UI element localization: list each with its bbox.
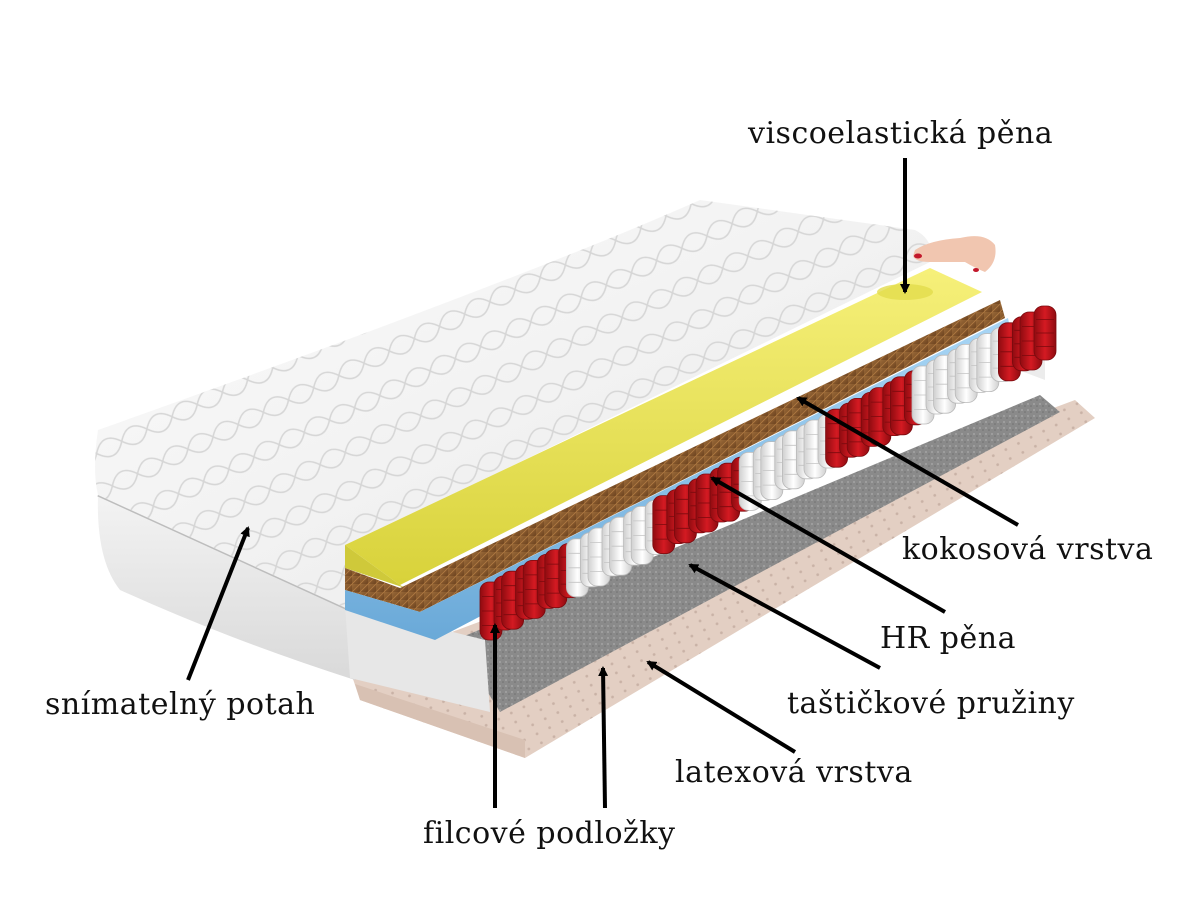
label-hr: HR pěna xyxy=(880,621,1016,656)
coconut-layer xyxy=(345,300,1005,612)
label-latex: latexová vrstva xyxy=(675,755,913,790)
arrow-kokos xyxy=(796,396,1019,527)
arrow-latex xyxy=(646,660,797,754)
pocket-springs xyxy=(479,305,1057,641)
felt-pad xyxy=(455,395,1060,712)
hand-icon xyxy=(913,236,996,272)
hr-foam-layer xyxy=(345,318,1012,640)
mattress-cover xyxy=(95,200,1045,712)
label-kokos: kokosová vrstva xyxy=(902,532,1154,567)
label-filc: filcové podložky xyxy=(423,816,676,851)
label-visco: viscoelastická pěna xyxy=(748,116,1054,151)
arrow-pruziny xyxy=(688,563,881,670)
label-pruziny: taštičkové pružiny xyxy=(787,686,1075,721)
arrow-potah xyxy=(186,526,250,681)
callout-arrows xyxy=(186,158,1019,809)
arrow-hr xyxy=(710,476,946,614)
arrow-filc-2 xyxy=(598,666,609,809)
label-potah: snímatelný potah xyxy=(45,687,316,722)
